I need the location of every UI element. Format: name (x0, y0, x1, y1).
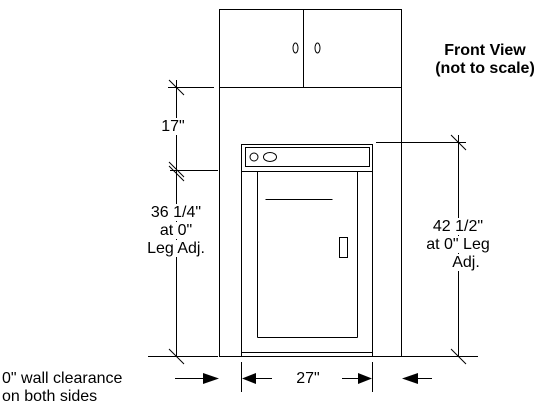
clearance-note-line2: on both sides (2, 388, 98, 405)
left-tick-middle-1 (169, 162, 184, 177)
left-tick-bottom (169, 349, 184, 364)
dryer-height-line1: 36 1/4" (134, 204, 218, 221)
cabinet-knob-left (292, 42, 299, 54)
dryer-height-line2: at 0" (134, 222, 218, 239)
left-tick-middle-2 (169, 166, 184, 181)
total-height-line2: at 0" Leg (412, 236, 504, 253)
upper-cabinet (220, 10, 402, 88)
enclosure-outline (220, 10, 402, 357)
clearance-arrow-left (203, 373, 219, 384)
clearance-arrow-right (402, 373, 418, 384)
width-arrow-right (358, 373, 372, 384)
view-title-line2: (not to scale) (435, 60, 535, 77)
left-tick-top (169, 80, 184, 95)
control-knob-large (263, 152, 277, 162)
control-knob-small (249, 152, 259, 162)
right-tick-bottom (451, 349, 466, 364)
cabinet-height-label: 17" (150, 118, 196, 135)
door-handle (340, 238, 348, 258)
width-label: 27" (296, 370, 320, 387)
dryer-body (242, 145, 373, 357)
width-arrow-left (242, 373, 256, 384)
dryer-control-panel (246, 148, 370, 167)
dryer-height-line3: Leg Adj. (134, 240, 218, 257)
total-height-line1: 42 1/2" (412, 218, 504, 235)
view-title-line1: Front View (444, 42, 526, 59)
clearance-note-line1: 0" wall clearance (2, 370, 123, 387)
total-height-line3: Adj. (426, 254, 506, 271)
right-tick-top (451, 135, 466, 150)
cabinet-knob-right (314, 42, 321, 54)
